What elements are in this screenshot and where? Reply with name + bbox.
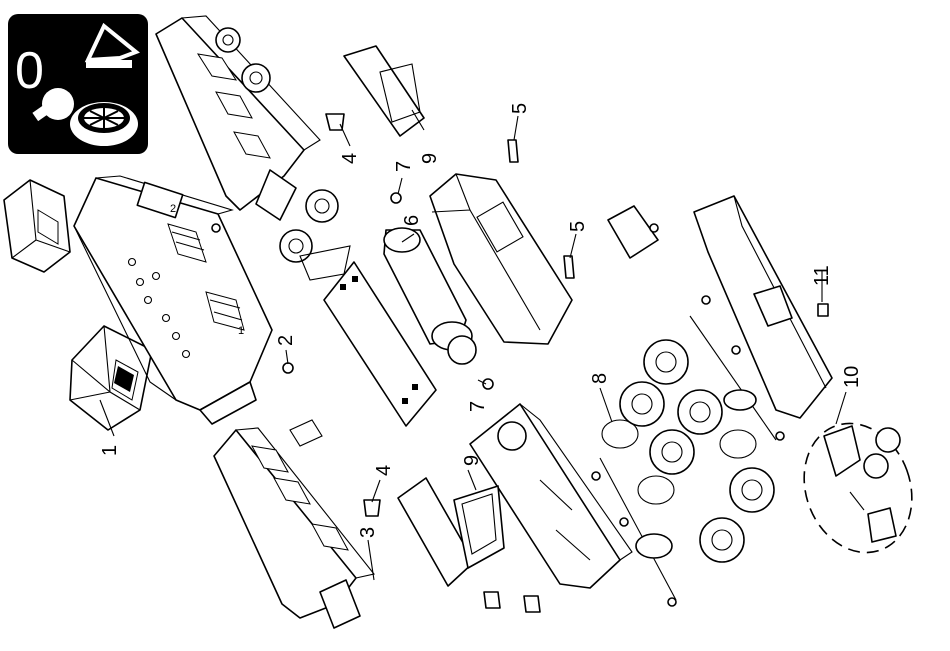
part-label-4-upper: 4 (339, 153, 361, 164)
short-hood-body (214, 420, 374, 628)
part-label-9-lower: 9 (461, 455, 483, 466)
body-mark-1: 1 (238, 325, 244, 337)
wheel-icon (70, 102, 138, 146)
part-label-3: 3 (357, 527, 379, 538)
icon-panel: 0 (8, 14, 148, 154)
part-label-9-upper: 9 (419, 153, 441, 164)
part-label-11: 11 (811, 265, 833, 286)
wheel-set-a (620, 340, 722, 474)
cab-roof-upper (4, 180, 70, 272)
lamp-holder-upper (344, 46, 424, 136)
part-label-8: 8 (589, 373, 611, 384)
part-label-1: 1 (99, 445, 121, 456)
part-label-7-lower: 7 (467, 401, 489, 412)
contact-plate (608, 206, 658, 258)
part-label-4-lower: 4 (373, 465, 395, 476)
lamp-holder-lower (398, 478, 504, 586)
wheel-set-b (700, 468, 774, 562)
part-label-2: 2 (275, 335, 297, 346)
screw-11 (818, 304, 828, 316)
part-label-5-upper: 5 (509, 103, 531, 114)
part-label-5-lower: 5 (567, 221, 589, 232)
icon-panel-numeral: 0 (15, 42, 44, 100)
bogie-frame (694, 196, 832, 418)
body-mark-2: 2 (170, 203, 176, 215)
part-label-7-upper: 7 (393, 161, 415, 172)
part-label-10: 10 (841, 366, 863, 388)
part-label-6: 6 (401, 215, 423, 226)
coupler-assembly (787, 408, 930, 568)
cab-roof-lower (70, 326, 152, 430)
